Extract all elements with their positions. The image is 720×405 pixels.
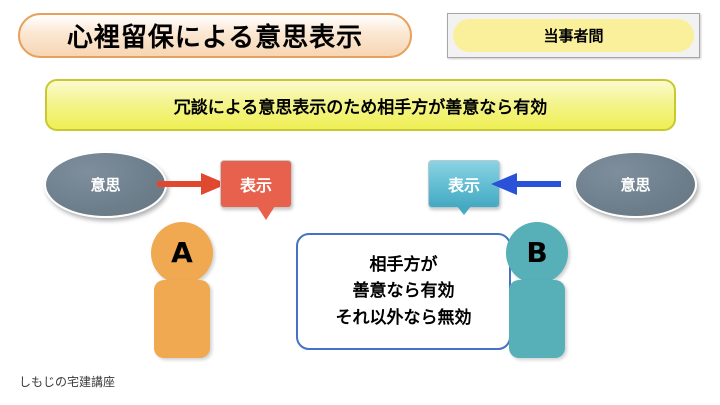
- speech-bubble-right-tail: [457, 206, 471, 215]
- person-b-body: [509, 280, 565, 358]
- outcome-note-line-2: 善意なら有効: [352, 281, 455, 302]
- outcome-note-line-3: それ以外なら無効: [335, 307, 472, 328]
- person-b-letter: B: [526, 236, 548, 269]
- outcome-note-box: 相手方が 善意なら有効 それ以外なら無効: [296, 233, 511, 350]
- slide-title-pill: 心裡留保による意思表示: [18, 13, 412, 58]
- party-badge-pill: 当事者間: [453, 19, 694, 52]
- person-a-head: A: [151, 222, 213, 284]
- intent-ellipse-right: 意思: [574, 151, 697, 218]
- person-a-body: [154, 280, 210, 358]
- outcome-note-line-1: 相手方が: [369, 254, 438, 275]
- arrow-right-icon: [157, 170, 229, 198]
- slide-title-text: 心裡留保による意思表示: [66, 23, 364, 53]
- intent-label-left: 意思: [90, 176, 121, 194]
- summary-banner: 冗談による意思表示のため相手方が善意なら有効: [45, 79, 676, 131]
- person-a-letter: A: [171, 236, 193, 269]
- arrow-left-icon: [489, 170, 561, 198]
- speech-bubble-right-text: 表示: [447, 176, 480, 195]
- intent-label-right: 意思: [620, 176, 651, 194]
- speech-bubble-left-text: 表示: [239, 176, 272, 195]
- watermark-text: しもじの宅建講座: [19, 375, 116, 389]
- party-badge-text: 当事者間: [543, 27, 604, 45]
- summary-banner-text: 冗談による意思表示のため相手方が善意なら有効: [173, 97, 548, 118]
- intent-ellipse-left: 意思: [44, 151, 167, 218]
- person-figure-a: A: [151, 222, 213, 362]
- speech-bubble-left: 表示: [220, 160, 292, 220]
- person-figure-b: B: [506, 222, 568, 362]
- person-b-head: B: [506, 222, 568, 284]
- party-badge-frame: 当事者間: [447, 13, 700, 58]
- speech-bubble-right: 表示: [428, 160, 500, 215]
- speech-bubble-left-tail: [257, 206, 275, 220]
